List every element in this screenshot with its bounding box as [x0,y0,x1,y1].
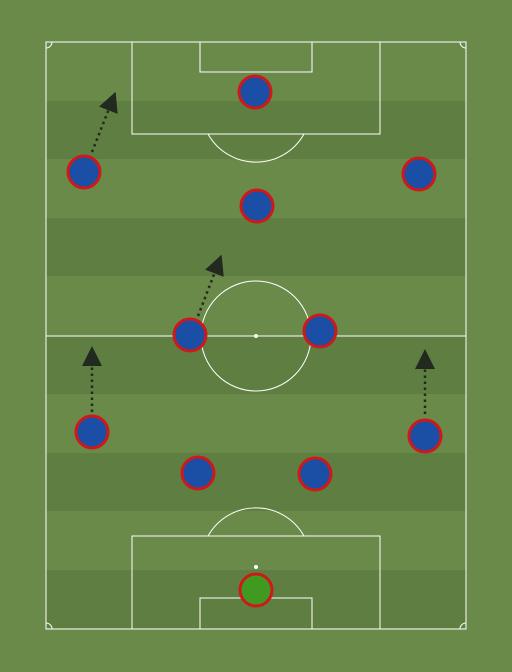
pitch-stripe [46,336,466,394]
centre-spot [254,334,258,338]
player-marker-right-central-midfielder [302,313,338,349]
player-marker-left-central-midfielder [172,317,208,353]
player-marker-left-winger [66,154,102,190]
top-goal-area [199,41,313,73]
players [66,74,443,608]
player-marker-attacking-midfielder [239,188,275,224]
player-marker-right-back [407,418,443,454]
player-marker-right-centre-back [297,456,333,492]
bottom-penalty-spot [254,565,258,569]
pitch-markings [45,41,467,630]
corner-arc-bottom-left [45,622,53,630]
corner-arc-bottom-right [459,622,467,630]
corner-arc-top-left [45,41,53,49]
top-penalty-arc [207,133,305,163]
player-marker-striker [237,74,273,110]
player-marker-left-back [74,414,110,450]
pitch-stripe [46,218,466,276]
pitch-stripe [46,101,466,159]
corner-arc-top-right [459,41,467,49]
pitch-stripe [46,453,466,511]
bottom-penalty-arc [207,507,305,537]
player-marker-goalkeeper [238,572,274,608]
player-marker-left-centre-back [180,455,216,491]
player-marker-right-winger [401,156,437,192]
